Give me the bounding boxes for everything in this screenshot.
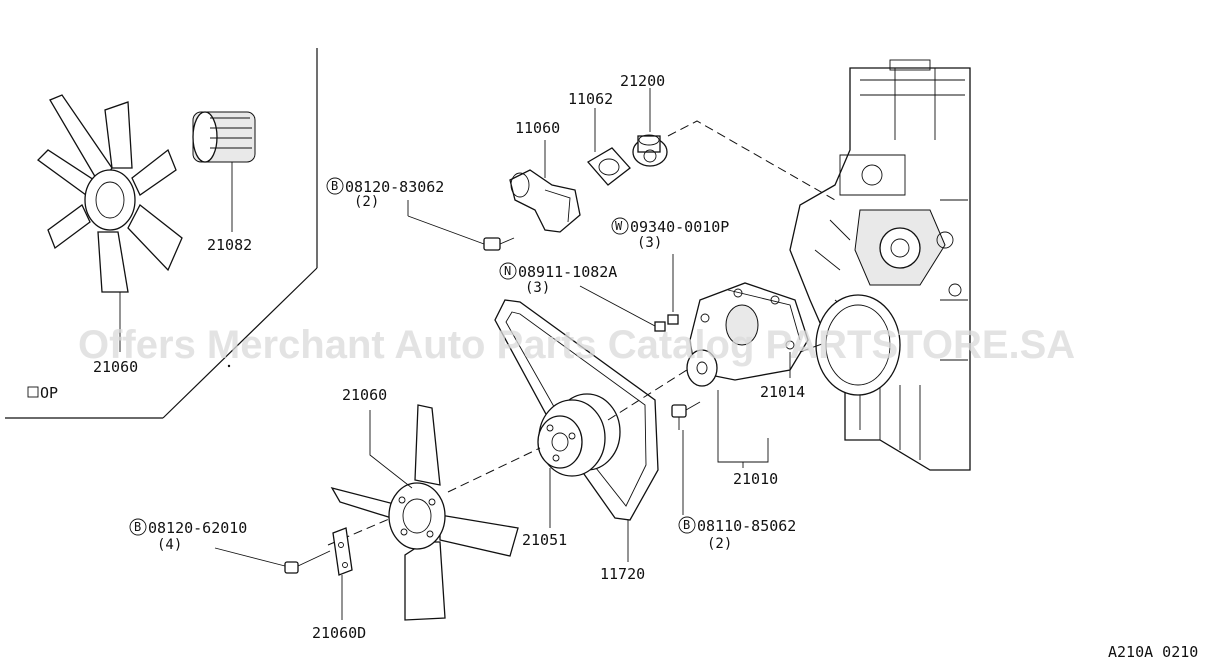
qty-bolt-fan: (4) [157,537,182,553]
bolt-fan-illustration [284,550,331,574]
bolt-outlet-illustration [483,237,515,251]
callout-bolt-pump: B 08110-85062 (2) [678,516,796,552]
qty-bolt-outlet: (2) [354,194,379,210]
nut-washer-illustration [654,314,679,332]
label-water-outlet: 11060 [515,119,560,137]
prefix-bolt-pump: B [683,518,690,532]
label-bolt-fan: 08120-62010 [148,519,247,537]
prefix-nut: N [504,264,511,278]
qty-bolt-pump: (2) [707,536,732,552]
label-bolt-outlet: 08120-83062 [345,178,444,196]
qty-washer: (3) [637,235,662,251]
fan-main-illustration [330,404,519,621]
fan-coupling-illustration [192,111,256,232]
label-fan-spacer: 21060D [312,624,366,642]
option-marker: OP [27,384,58,402]
engine-block-illustration [789,59,971,471]
label-thermostat: 21200 [620,72,665,90]
dot-marker [227,364,231,368]
pulley-illustration [537,393,621,477]
callout-bolt-fan: B 08120-62010 (4) [129,518,247,553]
thermostat-illustration [632,134,668,167]
label-fan-op: 21060 [93,358,138,376]
fan-op-illustration [37,94,183,293]
label-bolt-pump: 08110-85062 [697,517,796,535]
callout-nut: N 08911-1082A (3) [499,262,617,296]
prefix-bolt-fan: B [134,520,141,534]
bolt-pump-illustration [671,401,701,430]
label-outlet-gasket: 11062 [568,90,613,108]
label-fan-coupling: 21082 [207,236,252,254]
water-outlet-illustration [509,169,581,233]
prefix-bolt-outlet: B [331,179,338,193]
option-marker-text: OP [40,384,58,402]
figure-code: A210A 0210 [1108,643,1198,661]
label-belt: 11720 [600,565,645,583]
fan-spacer-illustration [332,527,353,576]
label-pulley: 21051 [522,531,567,549]
label-fan-main: 21060 [342,386,387,404]
label-washer: 09340-0010P [630,218,729,236]
qty-nut: (3) [525,280,550,296]
callout-washer: W 09340-0010P (3) [611,217,729,251]
outlet-gasket-illustration [586,147,631,186]
label-nut: 08911-1082A [518,263,617,281]
option-section-border [5,48,318,419]
label-water-pump: 21010 [733,470,778,488]
label-pump-gasket: 21014 [760,383,805,401]
callout-bolt-outlet: B 08120-83062 (2) [326,177,444,210]
watermark-text: Offers Merchant Auto Parts Catalog PARTS… [78,323,1075,367]
prefix-washer: W [615,219,623,233]
